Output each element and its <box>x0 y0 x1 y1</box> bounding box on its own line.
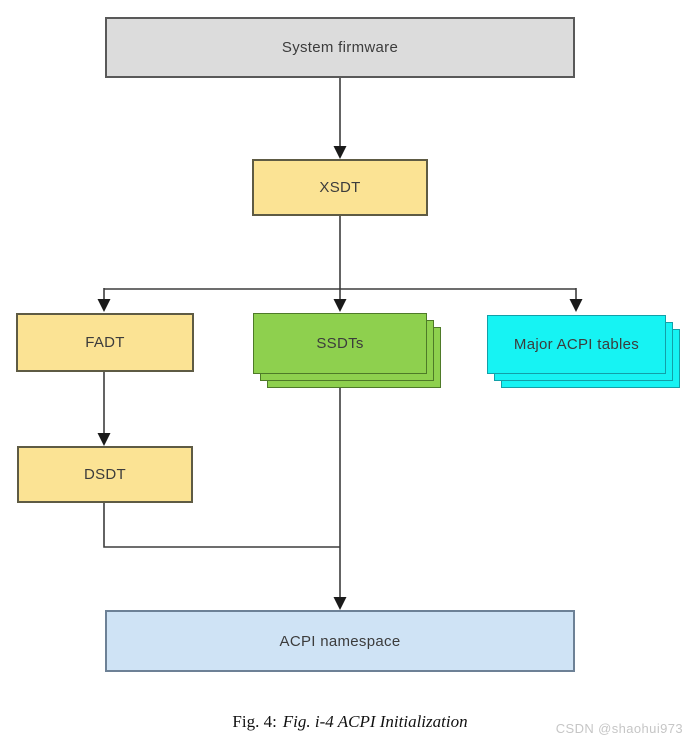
node-major-acpi-tables-label: Major ACPI tables <box>513 336 640 353</box>
node-major-acpi-tables-stack: Major ACPI tables <box>487 315 681 389</box>
node-dsdt-label: DSDT <box>83 466 127 483</box>
node-xsdt: XSDT <box>252 159 428 216</box>
node-acpi-namespace: ACPI namespace <box>105 610 575 672</box>
node-fadt: FADT <box>16 313 194 372</box>
node-acpi-namespace-label: ACPI namespace <box>279 632 401 650</box>
node-ssdts-label: SSDTs <box>316 335 364 352</box>
arrowhead-dsdt <box>97 433 111 446</box>
figure-caption-title: Fig. i-4 ACPI Initialization <box>282 712 468 731</box>
figure-caption-prefix: Fig. 4: <box>232 712 277 731</box>
node-system-firmware-label: System firmware <box>281 39 399 56</box>
figure-caption: Fig. 4: Fig. i-4 ACPI Initialization <box>0 712 700 732</box>
node-ssdts-stack: SSDTs <box>253 313 443 389</box>
node-major-acpi-tables: Major ACPI tables <box>487 315 666 374</box>
arrowhead-ssdts <box>333 299 347 312</box>
csdn-watermark: CSDN @shaohui973 <box>555 721 683 736</box>
node-dsdt: DSDT <box>17 446 193 503</box>
edge-dsdt-to-center <box>103 503 340 548</box>
arrowhead-fadt <box>97 299 111 312</box>
node-ssdts: SSDTs <box>253 313 427 374</box>
connector-lines <box>103 78 577 599</box>
arrowhead-xsdt <box>333 146 347 159</box>
arrowhead-major-tables <box>569 299 583 312</box>
node-xsdt-label: XSDT <box>319 179 361 196</box>
connector-arrowheads <box>97 146 583 610</box>
node-system-firmware: System firmware <box>105 17 575 78</box>
arrowhead-acpi-namespace <box>333 597 347 610</box>
node-fadt-label: FADT <box>85 334 125 351</box>
